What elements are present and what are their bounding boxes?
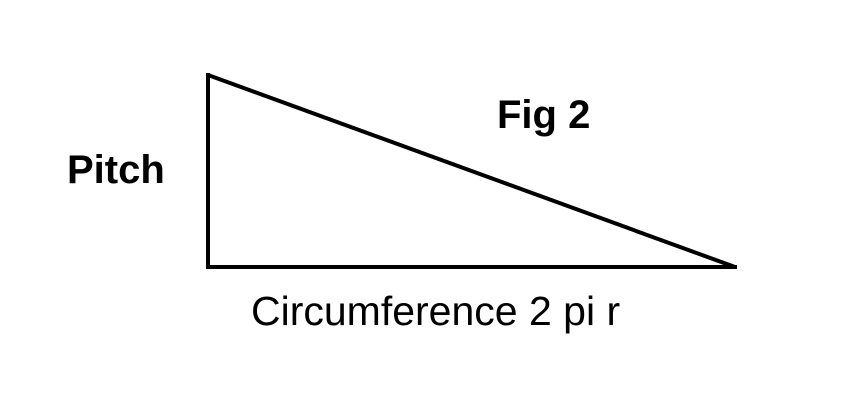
pitch-label: Pitch [67,148,165,192]
figure-title: Fig 2 [497,93,591,137]
circumference-label: Circumference 2 pi r [251,288,621,334]
triangle-hypotenuse [206,73,737,269]
